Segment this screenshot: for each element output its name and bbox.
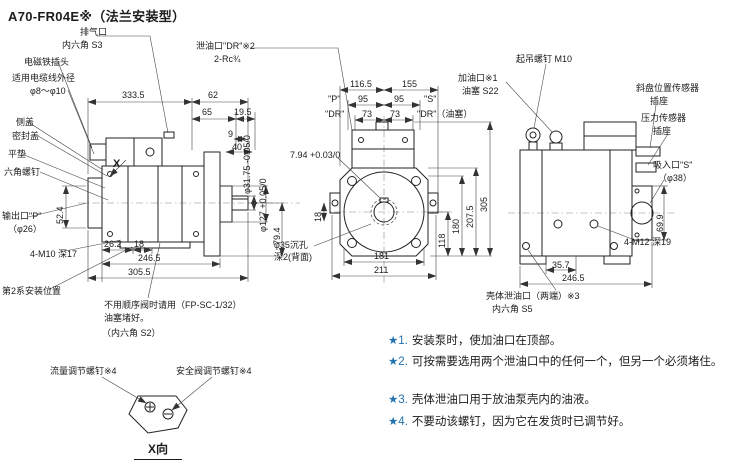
- dim-207-5: 207.5: [465, 205, 475, 228]
- flat-washer-label: 平垫: [8, 149, 27, 159]
- note-4-text: 不要动该螺钉，因为它在发货时已调节好。: [411, 416, 631, 428]
- dim-155: 155: [402, 79, 418, 89]
- side-cover-label: 侧盖: [16, 117, 35, 127]
- drain-port-label: 泄油口"DR"※2: [196, 41, 255, 51]
- dr-left-label: "DR": [325, 109, 345, 119]
- dim-26-2: 26.2: [104, 239, 122, 249]
- dim-95-b: 95: [394, 94, 405, 104]
- dim-62: 62: [208, 90, 219, 100]
- relief-adjust-screw-label: 安全阀调节螺钉※4: [176, 366, 252, 376]
- cable-od-value: φ8～φ10: [30, 86, 66, 96]
- lifting-screw-label: 起吊螺钉 M10: [516, 54, 573, 64]
- dim-pilot-dia: φ127 +0.05/0: [258, 178, 268, 232]
- suction-port-dia: （φ38）: [658, 173, 692, 183]
- dim-305-5: 305.5: [128, 267, 151, 277]
- cable-od-label: 适用电缆线外径: [12, 73, 76, 83]
- vent-port-hex-label: 内六角 S3: [62, 40, 103, 50]
- dim-69-9: 69.9: [655, 214, 665, 232]
- vent-port-label: 排气口: [80, 27, 108, 37]
- seq-valve-plug-note-1: 不用顺序阀时请用（FP-SC-1/32）: [104, 300, 242, 310]
- dim-95-a: 95: [358, 94, 369, 104]
- swash-sensor-label-1: 斜盘位置传感器: [636, 83, 700, 93]
- suction-port-label: 吸入口"S": [653, 160, 693, 170]
- dim-116-5: 116.5: [350, 79, 372, 89]
- dim-305: 305: [479, 196, 489, 212]
- outlet-port-dia: （φ26）: [8, 224, 42, 234]
- dim-180: 180: [451, 218, 461, 234]
- left-view-drawing: [21, 35, 300, 299]
- second-mount-pos-label: 第2系安装位置: [2, 286, 62, 296]
- dim-40: 40: [232, 142, 243, 152]
- dim-181: 181: [374, 251, 390, 261]
- note-2: ★2. 可按需要选用两个泄油口中的任何一个，但另一个必须堵住。: [388, 354, 728, 371]
- dr-right-label: "DR"（油塞）: [417, 109, 473, 119]
- fill-port-plug: 油塞 S22: [462, 86, 499, 96]
- note-3-marker: ★3.: [388, 394, 408, 406]
- x-view-label: X向: [134, 440, 183, 460]
- dim-246-5-left: 246.5: [138, 253, 161, 263]
- seq-valve-plug-note-2: 油塞堵好。: [104, 313, 150, 323]
- dim-18-left: 18: [134, 239, 145, 249]
- pressure-sensor-label-2: 插座: [653, 126, 672, 136]
- cbore-label-2: 深2(背面): [274, 252, 312, 262]
- note-2-marker: ★2.: [388, 356, 408, 368]
- x-direction-marker: X: [113, 158, 121, 170]
- dim-overall-333-5: 333.5: [122, 90, 145, 100]
- right-view-drawing: [505, 63, 676, 291]
- drain-port-thread: 2-Rc¾: [214, 54, 241, 64]
- dim-211: 211: [374, 265, 389, 275]
- dim-52-4: 52.4: [55, 206, 65, 224]
- case-drain-label-1: 壳体泄油口（两端）※3: [486, 291, 580, 301]
- cbore-label-1: φ35沉孔: [274, 240, 308, 250]
- dim-9: 9: [228, 129, 234, 139]
- x-detail-drawing: [101, 376, 213, 434]
- outlet-port-label: 输出口"P": [2, 211, 42, 221]
- pressure-sensor-label-1: 压力传感器: [641, 113, 687, 123]
- fill-port-label: 加油口※1: [458, 73, 498, 83]
- flow-adjust-screw-label: 流量调节螺钉※4: [50, 366, 117, 376]
- dim-shaft-dia: φ31.75 -0.05/0: [242, 135, 252, 194]
- page-title: A70-FR04E※（法兰安装型）: [8, 9, 186, 24]
- note-3: ★3. 壳体泄油口用于放油泵壳内的油液。: [388, 392, 728, 409]
- note-1-marker: ★1.: [388, 335, 408, 347]
- case-drain-label-2: 内六角 S5: [492, 304, 533, 314]
- note-1: ★1. 安装泵时，使加油口在顶部。: [388, 333, 728, 350]
- mount-tap-label-right: 4-M12 深19: [624, 237, 672, 247]
- dim-73-a: 73: [362, 109, 373, 119]
- seq-valve-plug-note-3: （内六角 S2）: [102, 328, 161, 338]
- note-1-text: 安装泵时，使加油口在顶部。: [411, 335, 562, 347]
- port-p-label: "P": [328, 94, 341, 104]
- dim-18-mid: 18: [313, 211, 323, 222]
- key-width-dim: 7.94 +0.03/0: [290, 150, 341, 160]
- port-s-label: "S": [424, 94, 437, 104]
- dim-118: 118: [437, 233, 447, 248]
- note-2-text: 可按需要选用两个泄油口中的任何一个，但另一个必须堵住。: [411, 356, 723, 368]
- dim-65: 65: [202, 107, 213, 117]
- hex-screw-label: 六角螺钉: [4, 167, 41, 177]
- middle-view-drawing: [250, 47, 493, 286]
- dim-246-5-right: 246.5: [562, 273, 585, 283]
- dim-73-b: 73: [390, 109, 401, 119]
- note-4: ★4. 不要动该螺钉，因为它在发货时已调节好。: [388, 414, 728, 431]
- note-4-marker: ★4.: [388, 416, 408, 428]
- dim-35-7: 35.7: [552, 260, 570, 270]
- dim-19-5: 19.5: [234, 107, 252, 117]
- seal-cover-label: 密封盖: [12, 131, 40, 141]
- swash-sensor-label-2: 插座: [650, 96, 669, 106]
- mount-tap-label: 4-M10 深17: [30, 249, 78, 259]
- note-3-text: 壳体泄油口用于放油泵壳内的油液。: [411, 394, 596, 406]
- solenoid-plug-label: 电磁铁插头: [24, 57, 70, 67]
